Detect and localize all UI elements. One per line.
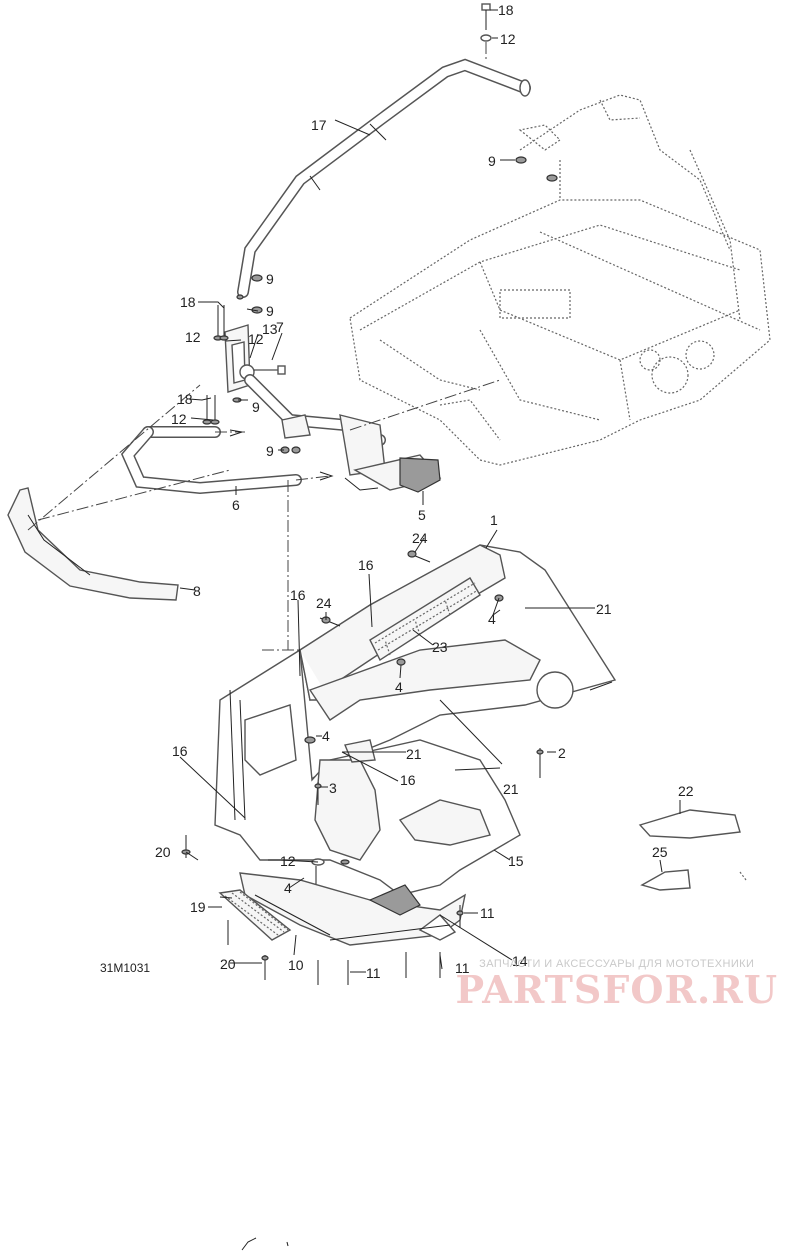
link-line-front bbox=[349, 379, 501, 431]
callout-16: 16 bbox=[358, 557, 374, 573]
callout-20: 20 bbox=[220, 956, 236, 972]
callout-16: 16 bbox=[290, 587, 306, 603]
grille-19 bbox=[208, 889, 292, 941]
callouts: 1 2 3 4 4 4 4 5 6 7 8 9 9 9 9 9 10 11 11… bbox=[100, 2, 694, 981]
bracket-bolts bbox=[202, 305, 301, 454]
callout-3: 3 bbox=[329, 780, 337, 796]
front-bumper-8 bbox=[7, 384, 231, 601]
callout-4: 4 bbox=[395, 679, 403, 695]
callout-9: 9 bbox=[252, 399, 260, 415]
insert-25 bbox=[640, 869, 691, 891]
stray-mark bbox=[739, 871, 747, 881]
callout-9: 9 bbox=[266, 271, 274, 287]
callout-15: 15 bbox=[508, 853, 524, 869]
front-bumper-tube bbox=[120, 426, 334, 495]
watermark-logo: PARTSFOR.RU bbox=[455, 967, 778, 1012]
callout-12: 12 bbox=[171, 411, 187, 427]
callout-23: 23 bbox=[432, 639, 448, 655]
chassis-frame bbox=[349, 94, 771, 466]
figure-code: 31M1031 bbox=[100, 961, 150, 975]
callout-12: 12 bbox=[185, 329, 201, 345]
fasteners bbox=[181, 550, 544, 985]
callout-12: 12 bbox=[248, 331, 264, 347]
callout-4: 4 bbox=[322, 728, 330, 744]
callout-4: 4 bbox=[488, 611, 496, 627]
insert-22 bbox=[638, 809, 741, 839]
bar-nuts bbox=[236, 274, 263, 314]
top-handle-bar bbox=[237, 58, 531, 298]
callout-4: 4 bbox=[284, 880, 292, 896]
lower-shell bbox=[214, 648, 521, 896]
callout-21: 21 bbox=[503, 781, 519, 797]
frame-nuts bbox=[500, 156, 558, 182]
scan-mark-tick bbox=[286, 1241, 289, 1247]
callout-20: 20 bbox=[155, 844, 171, 860]
callout-18: 18 bbox=[180, 294, 196, 310]
callout-18: 18 bbox=[177, 391, 193, 407]
callout-18: 18 bbox=[498, 2, 514, 18]
scan-mark bbox=[241, 1237, 257, 1251]
callout-11: 11 bbox=[455, 960, 470, 976]
watermark-tagline: ЗАПЧАСТИ И АКСЕССУАРЫ ДЛЯ МОТОТЕХНИКИ bbox=[479, 958, 755, 970]
callout-17: 17 bbox=[311, 117, 327, 133]
callout-9: 9 bbox=[266, 443, 274, 459]
callout-22: 22 bbox=[678, 783, 694, 799]
callout-14: 14 bbox=[512, 953, 528, 969]
callout-25: 25 bbox=[652, 844, 668, 860]
callout-12: 12 bbox=[500, 31, 516, 47]
front-shell bbox=[299, 544, 617, 782]
callout-21: 21 bbox=[406, 746, 422, 762]
leader-lines bbox=[179, 119, 681, 973]
callout-10: 10 bbox=[288, 957, 304, 973]
callout-5: 5 bbox=[418, 507, 426, 523]
callout-21: 21 bbox=[596, 601, 612, 617]
callout-11: 11 bbox=[366, 965, 381, 981]
callout-11: 11 bbox=[480, 905, 495, 921]
callout-13: 13 bbox=[262, 321, 278, 337]
callout-12: 12 bbox=[280, 853, 296, 869]
callout-16: 16 bbox=[400, 772, 416, 788]
callout-1: 1 bbox=[490, 512, 498, 528]
callout-8: 8 bbox=[193, 583, 201, 599]
callout-2: 2 bbox=[558, 745, 566, 761]
callout-9: 9 bbox=[488, 153, 496, 169]
callout-7: 7 bbox=[276, 319, 284, 335]
callout-16: 16 bbox=[172, 743, 188, 759]
watermark: ЗАПЧАСТИ И АКСЕССУАРЫ ДЛЯ МОТОТЕХНИКИ PA… bbox=[455, 958, 778, 1010]
callout-24: 24 bbox=[412, 530, 428, 546]
top-bolt-assembly bbox=[480, 3, 498, 62]
callout-6: 6 bbox=[232, 497, 240, 513]
callout-19: 19 bbox=[190, 899, 206, 915]
callout-9: 9 bbox=[266, 303, 274, 319]
callout-24: 24 bbox=[316, 595, 332, 611]
